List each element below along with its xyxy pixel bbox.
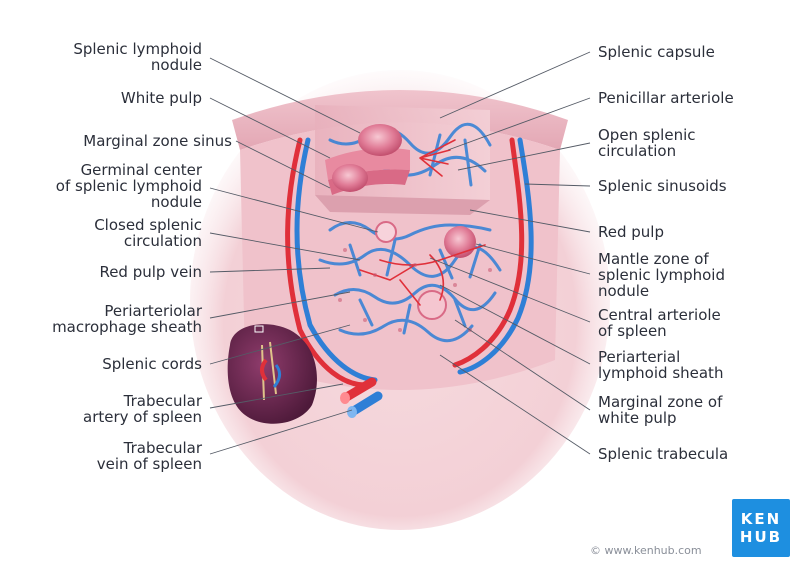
kenhub-logo: KEN HUB: [732, 499, 790, 557]
label-trabecular-vein: Trabecular vein of spleen: [96, 439, 202, 473]
label-trabecular-artery: Trabecular artery of spleen: [83, 392, 202, 426]
label-marginal-zone-white-pulp: Marginal zone of white pulp: [598, 393, 723, 427]
spleen-overview: [227, 324, 317, 424]
label-white-pulp: White pulp: [120, 89, 202, 107]
label-closed-splenic-circulation: Closed splenic circulation: [94, 216, 202, 250]
label-splenic-cords: Splenic cords: [102, 355, 202, 373]
label-splenic-sinusoids: Splenic sinusoids: [598, 177, 727, 195]
copyright-notice: © www.kenhub.com: [590, 544, 702, 557]
right-trabecula-vein: [457, 137, 534, 375]
left-trabecula-vein: [294, 137, 378, 383]
right-trabecula-artery: [452, 137, 525, 368]
tissue-well-floor: [315, 195, 490, 215]
germinal-center-spot: [375, 221, 397, 243]
lymphoid-nodule-upper: [358, 124, 402, 156]
trabecular-vessel-stumps: [340, 377, 383, 418]
label-penicillar-arteriole: Penicillar arteriole: [598, 89, 734, 107]
label-splenic-lymphoid-nodule: Splenic lymphoid nodule: [73, 40, 202, 74]
arteriole-branches: [359, 139, 486, 306]
label-periarteriolar-macrophage-sheath: Periarteriolar macrophage sheath: [52, 302, 202, 336]
lower-nodule: [417, 290, 447, 320]
label-mantle-zone: Mantle zone of splenic lymphoid nodule: [598, 250, 725, 300]
label-splenic-capsule: Splenic capsule: [598, 43, 715, 61]
leader-lines: [209, 51, 591, 455]
label-periarterial-lymphoid-sheath: Periarterial lymphoid sheath: [598, 348, 724, 382]
label-marginal-zone-sinus: Marginal zone sinus: [83, 132, 232, 150]
left-trabecula-artery: [285, 137, 368, 388]
label-central-arteriole: Central arteriole of spleen: [598, 306, 721, 340]
label-red-pulp-vein: Red pulp vein: [99, 263, 202, 281]
label-germinal-center: Germinal center of splenic lymphoid nodu…: [55, 161, 202, 211]
label-splenic-trabecula: Splenic trabecula: [598, 445, 729, 463]
label-open-splenic-circulation: Open splenic circulation: [598, 126, 696, 160]
label-red-pulp: Red pulp: [598, 223, 664, 241]
lymphoid-nodule-mid: [332, 164, 368, 192]
